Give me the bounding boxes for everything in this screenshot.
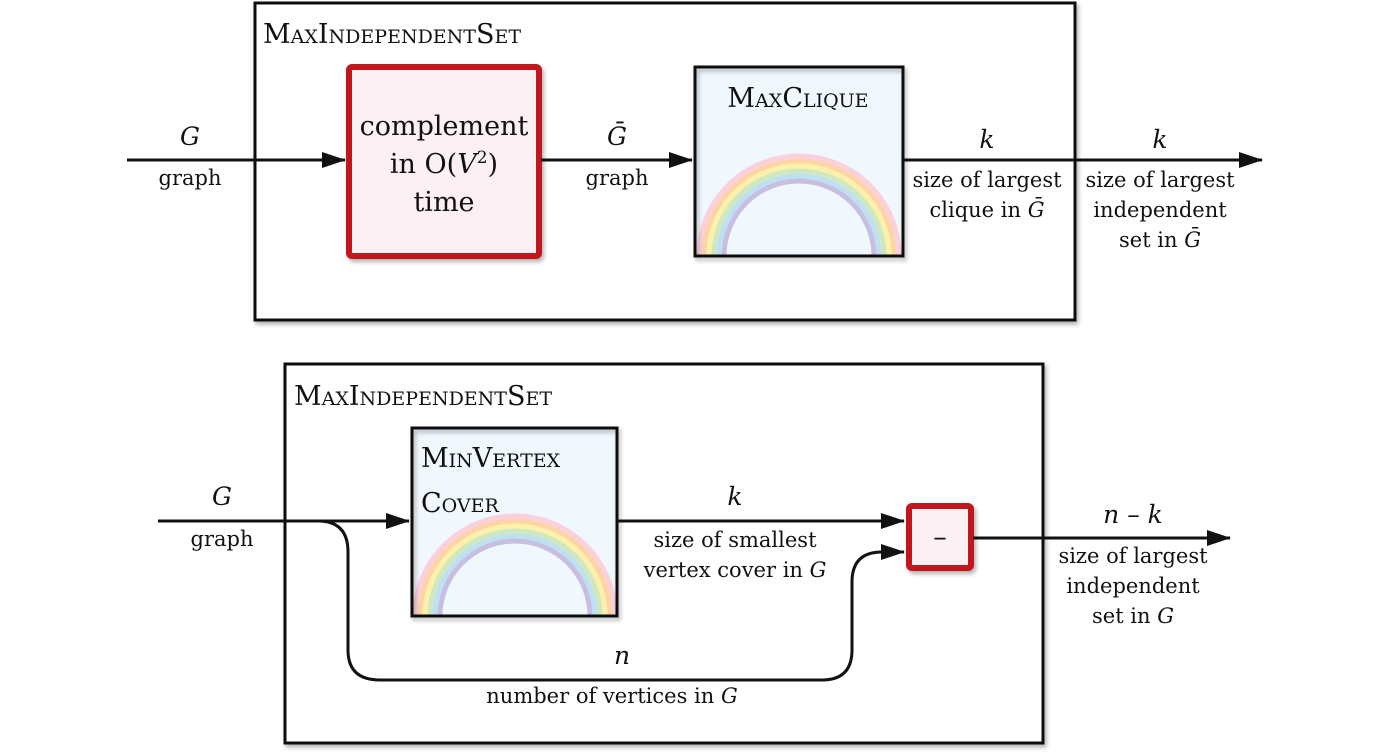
bottom-diagram: MaxIndependentSet G graph n number of ve… bbox=[158, 362, 1231, 745]
clique-var: k bbox=[979, 125, 994, 154]
cover-line1: size of smallest bbox=[653, 528, 817, 552]
clique-line2: clique in Ḡ bbox=[930, 197, 1045, 222]
result-line2: independent bbox=[1093, 198, 1227, 222]
complement-var: Ḡ bbox=[607, 122, 627, 151]
result-line3: set in G bbox=[1092, 604, 1174, 628]
result-line1: size of largest bbox=[1085, 168, 1235, 192]
complement-line3: time bbox=[413, 187, 474, 218]
box-title: MaxIndependentSet bbox=[263, 19, 521, 50]
complement-box bbox=[346, 64, 542, 259]
min-vertex-cover-title-1: MinVertex bbox=[421, 443, 561, 474]
rainbow-icon bbox=[696, 153, 902, 256]
max-clique-title: MaxClique bbox=[727, 83, 868, 114]
result-line1: size of largest bbox=[1058, 544, 1208, 568]
n-var: n bbox=[614, 641, 630, 670]
input-label: graph bbox=[159, 166, 222, 190]
vertex-count-path bbox=[317, 519, 905, 682]
result-line2: independent bbox=[1066, 574, 1200, 598]
n-label: number of vertices in G bbox=[486, 684, 737, 708]
minus-operator: – bbox=[933, 522, 947, 553]
input-var: G bbox=[180, 122, 200, 151]
minus-box bbox=[906, 503, 974, 571]
complement-line2: in O(V2) bbox=[390, 148, 498, 180]
result-var: n – k bbox=[1103, 500, 1163, 529]
rainbow-icon bbox=[412, 513, 617, 616]
input-var: G bbox=[212, 482, 232, 511]
input-label: graph bbox=[191, 527, 254, 551]
complement-line1: complement bbox=[360, 111, 529, 142]
min-vertex-cover-title-2: Cover bbox=[421, 488, 499, 519]
clique-line1: size of largest bbox=[912, 168, 1062, 192]
cover-var: k bbox=[727, 482, 742, 511]
result-var: k bbox=[1152, 125, 1167, 154]
top-diagram: MaxIndependentSet G graph complement in … bbox=[127, 1, 1263, 322]
result-line3: set in Ḡ bbox=[1119, 227, 1201, 252]
complement-label: graph bbox=[586, 166, 649, 190]
cover-line2: vertex cover in G bbox=[643, 558, 827, 582]
box-title: MaxIndependentSet bbox=[294, 381, 552, 412]
